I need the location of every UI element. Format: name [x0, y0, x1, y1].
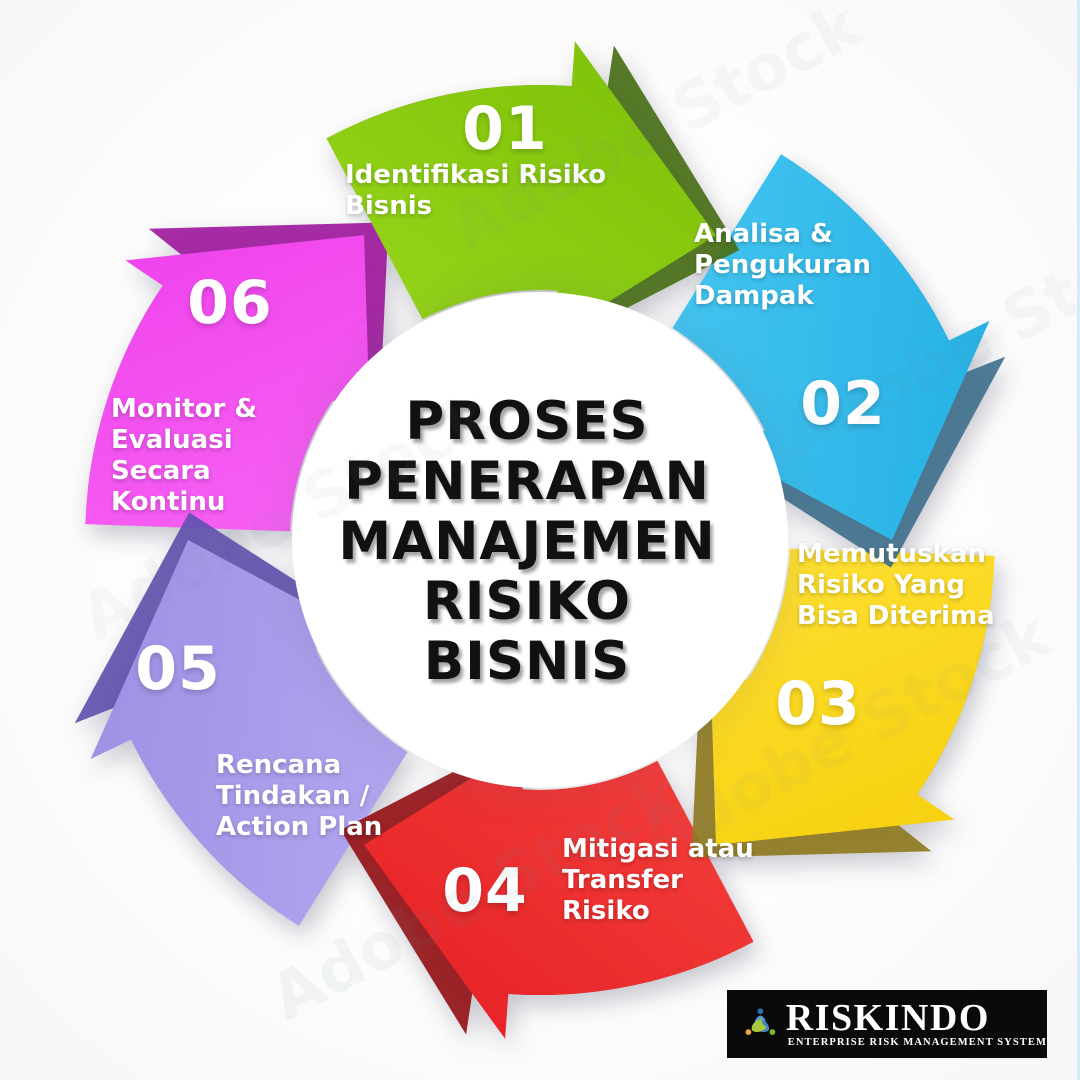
step-number-1: 01	[462, 94, 548, 164]
step-label-6-line-4: Kontinu	[111, 487, 226, 517]
page-title-line-3: MANAJEMEN	[338, 511, 716, 572]
step-label-3: Memutuskan Risiko Yang Bisa Diterima	[797, 539, 995, 632]
page-title-line-1: PROSES	[405, 391, 649, 452]
center-disc	[292, 292, 788, 788]
page-title-line-2: PENERAPAN	[344, 451, 710, 512]
step-label-1: Identifikasi Risiko Bisnis	[345, 160, 606, 222]
step-label-3-line-3: Bisa Diterima	[797, 601, 995, 631]
page-title: PROSES PENERAPAN MANAJEMEN RISIKO BISNIS	[287, 392, 767, 692]
person-left	[745, 1018, 767, 1035]
step-number-5: 05	[135, 634, 221, 704]
step-label-4-line-1: Mitigasi atau	[562, 834, 754, 864]
brand-tagline: ENTERPRISE RISK MANAGEMENT SYSTEM	[787, 1037, 1047, 1048]
right-edge-line	[1077, 0, 1080, 1080]
page-title-line-4: RISIKO	[422, 571, 632, 632]
step-label-2-line-2: Pengukuran	[694, 250, 871, 280]
step-label-2-line-3: Dampak	[694, 281, 814, 311]
step-label-3-line-1: Memutuskan	[797, 539, 986, 569]
step-label-5-line-1: Rencana	[216, 750, 342, 780]
step-label-6-line-3: Secara	[111, 456, 211, 486]
step-label-2-line-1: Analisa &	[694, 219, 833, 249]
step-label-6-line-2: Evaluasi	[111, 425, 233, 455]
step-number-3: 03	[775, 669, 861, 739]
step-label-6-line-1: Monitor &	[111, 394, 257, 424]
step-number-6: 06	[187, 268, 273, 338]
step-label-4-line-3: Risiko	[562, 896, 650, 926]
logo-text: RISKINDO ENTERPRISE RISK MANAGEMENT SYST…	[785, 997, 1047, 1048]
step-number-2: 02	[800, 369, 886, 439]
step-label-1-line-1: Identifikasi Risiko	[345, 160, 607, 190]
three-people-icon	[745, 1008, 776, 1035]
page-title-line-5: BISNIS	[423, 631, 631, 692]
step-label-5: Rencana Tindakan / Action Plan	[216, 750, 382, 843]
brand-name: RISKINDO	[785, 997, 990, 1039]
riskindo-logo: RISKINDO ENTERPRISE RISK MANAGEMENT SYST…	[727, 990, 1047, 1058]
step-number-4: 04	[442, 856, 528, 926]
step-label-4: Mitigasi atau Transfer Risiko	[562, 834, 754, 927]
step-label-3-line-2: Risiko Yang	[797, 570, 965, 600]
step-label-5-line-3: Action Plan	[216, 812, 383, 842]
step-label-4-line-2: Transfer	[562, 865, 683, 895]
step-label-1-line-2: Bisnis	[345, 191, 433, 221]
step-label-5-line-2: Tindakan /	[216, 781, 370, 811]
step-label-6: Monitor & Evaluasi Secara Kontinu	[111, 394, 257, 518]
step-label-2: Analisa & Pengukuran Dampak	[694, 219, 871, 312]
